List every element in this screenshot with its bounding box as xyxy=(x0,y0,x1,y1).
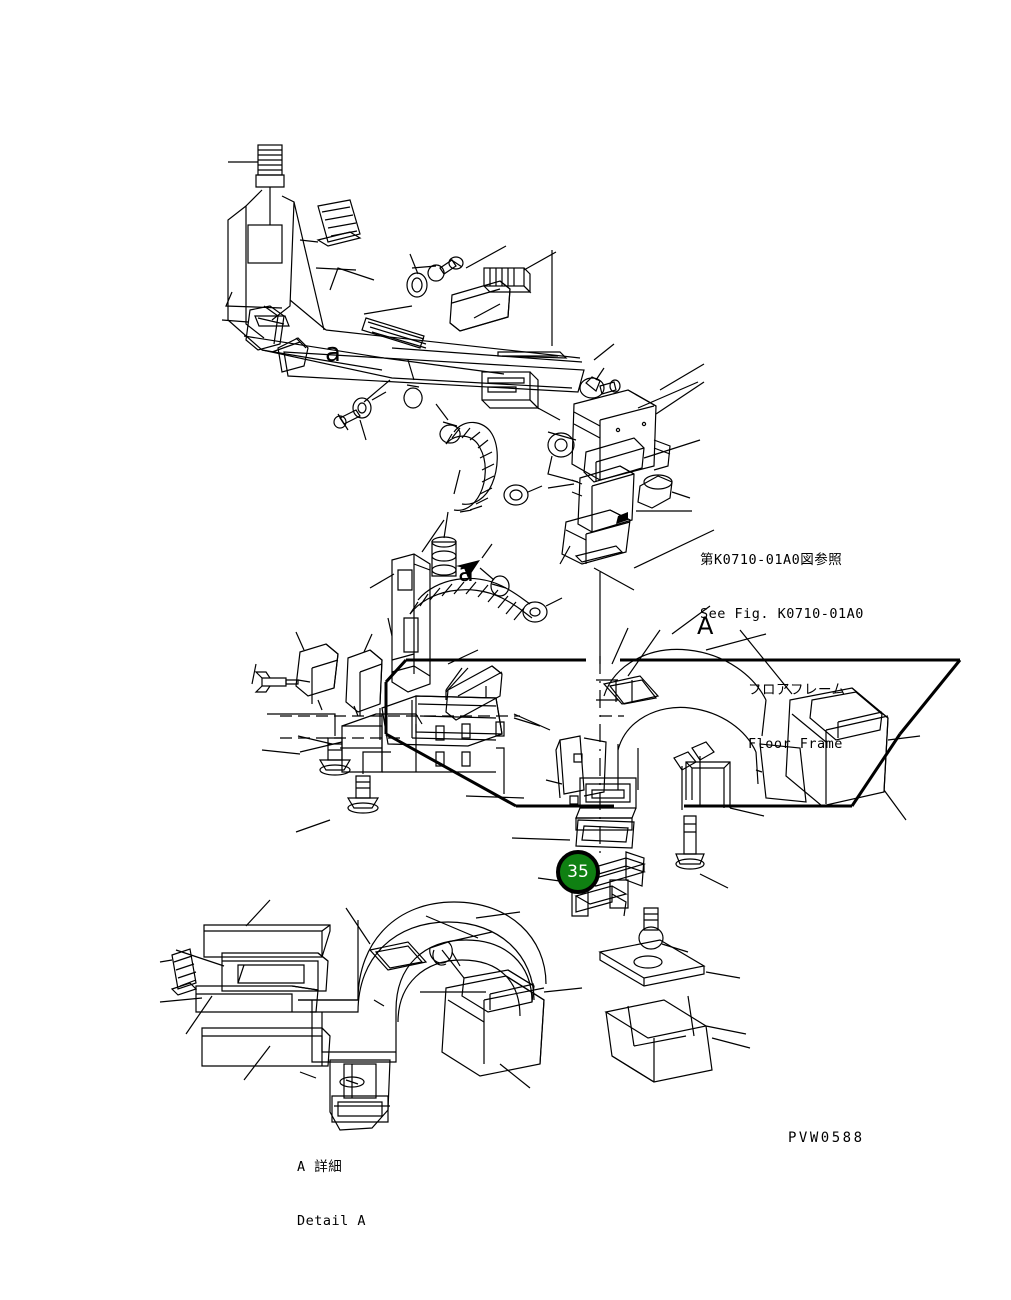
fasteners-upper xyxy=(333,253,464,441)
floor-frame-outline xyxy=(384,658,962,808)
section-marker-A: A xyxy=(697,612,714,640)
callout-badge-35[interactable]: 35 xyxy=(556,850,600,894)
leader-lines xyxy=(221,245,767,727)
main-heater-duct-lower xyxy=(280,629,921,856)
heater-unit xyxy=(547,363,705,656)
floor-frame-en: Floor Frame xyxy=(748,736,843,752)
floor-frame-label: フロアフレーム Floor Frame xyxy=(748,640,846,790)
reference-fig-jp: 第K0710-01A0図参照 xyxy=(700,552,843,568)
upper-duct-assembly xyxy=(225,144,585,393)
detail-a-en: Detail A xyxy=(297,1213,367,1229)
reference-fig-en: See Fig. K0710-01A0 xyxy=(700,606,864,622)
detail-a-view xyxy=(159,899,583,1131)
detail-a-label: A 詳細 Detail A xyxy=(297,1117,366,1267)
detail-marker-a-middle: a xyxy=(458,558,474,588)
duct-seal-strip-upper xyxy=(361,305,427,349)
mid-duct-assembly xyxy=(251,511,563,717)
floor-frame-jp: フロアフレーム xyxy=(748,682,846,698)
reference-fig-label: 第K0710-01A0図参照 See Fig. K0710-01A0 xyxy=(700,510,864,660)
lower-fasteners-and-brackets xyxy=(261,713,765,1083)
flex-hose-upper xyxy=(435,403,543,513)
drawing-number: PVW0588 xyxy=(788,1130,865,1146)
detail-a-jp: A 詳細 xyxy=(297,1159,343,1175)
detail-marker-a-upper: a xyxy=(325,338,341,368)
vent-blocks xyxy=(449,250,568,421)
callout-badge-number: 35 xyxy=(567,862,589,882)
